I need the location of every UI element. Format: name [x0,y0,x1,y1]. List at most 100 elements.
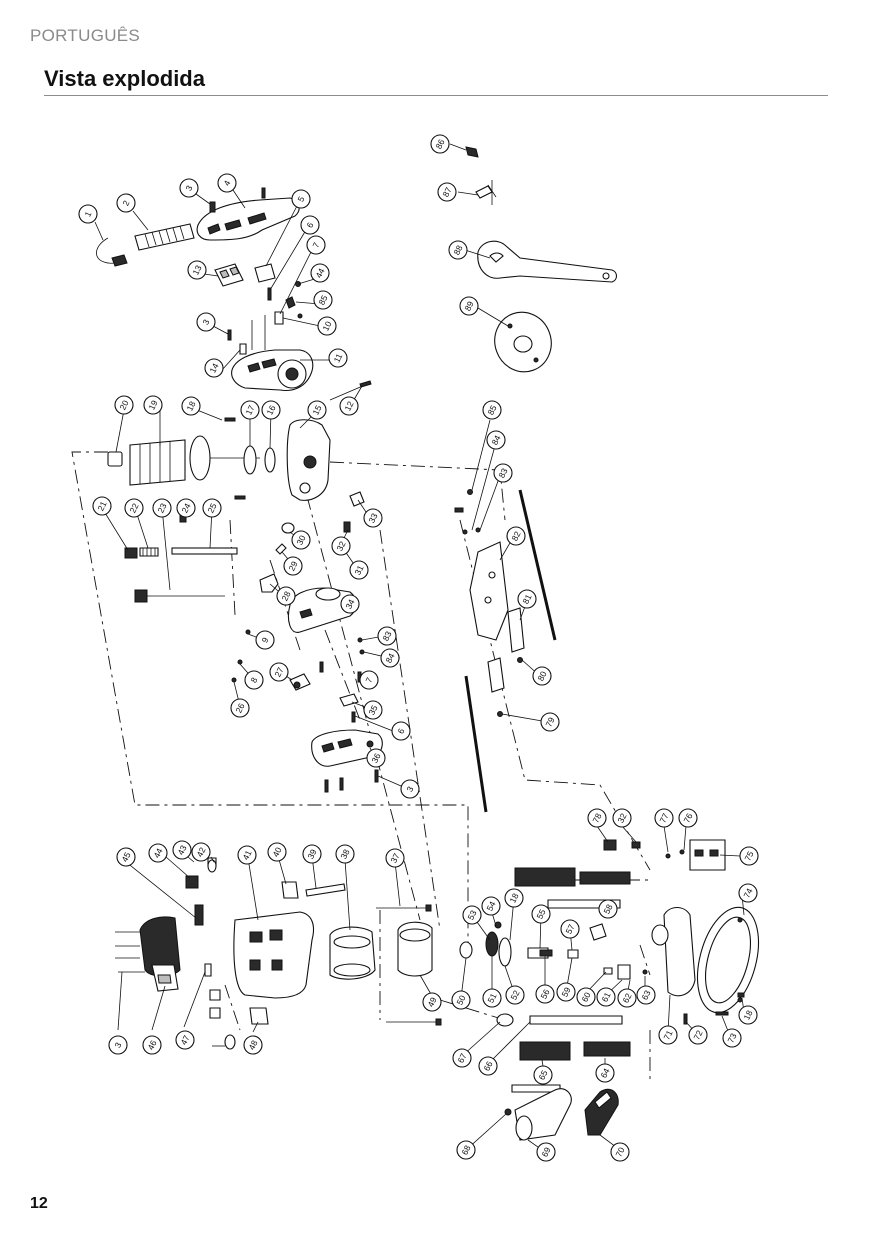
callout-number: 7 [310,240,321,249]
callout-circle [482,988,502,1008]
title-rule [44,95,828,96]
part-callout: 25 [202,498,222,518]
callout-circle [366,748,386,768]
callout-number: 55 [534,907,547,920]
part-callout: 2 [116,193,136,213]
callout-circle [302,844,322,864]
callout-circle [540,712,560,732]
callout-number: 78 [590,811,603,824]
callout-number: 35 [366,703,379,716]
part-callout: 16 [261,400,281,420]
callout-circle [328,348,348,368]
callout-circle [535,984,555,1004]
callout-circle [617,988,637,1008]
callout-circle [114,395,134,415]
callout-number: 19 [146,398,159,411]
part-callout: 19 [143,395,163,415]
part-callout: 34 [340,594,360,614]
accessories-tools [465,146,618,373]
part-callout: 77 [654,808,674,828]
callout-circle [124,498,144,518]
callout-number: 79 [543,715,556,728]
part-callout: 67 [452,1048,472,1068]
callout-number: 80 [535,669,548,682]
callout-circle [451,990,471,1010]
callout-number: 26 [233,701,246,714]
callout-number: 63 [639,988,652,1001]
callout-circle [300,215,320,235]
part-callout: 63 [636,985,656,1005]
callout-circle [462,905,482,925]
callout-number: 73 [725,1031,738,1044]
part-callout: 3 [196,312,216,332]
callout-number: 46 [145,1038,158,1051]
callout-number: 41 [240,848,253,861]
callout-number: 70 [613,1145,626,1158]
part-callout: 47 [175,1030,195,1050]
callout-number: 3 [183,183,194,192]
part-callout: 27 [269,662,289,682]
callout-circle [391,721,411,741]
callout-number: 40 [270,845,283,858]
part-callout: 15 [307,400,327,420]
callout-circle [116,193,136,213]
language-label: PORTUGUÊS [30,26,141,45]
callout-number: 8 [248,675,259,684]
part-callout: 14 [204,358,224,378]
part-callout: 32 [612,808,632,828]
part-callout: 10 [317,316,337,336]
callout-number: 5 [295,194,306,203]
callout-number: 87 [440,185,453,198]
callout-number: 25 [205,501,218,514]
callout-number: 2 [120,198,131,207]
callout-circle [335,844,355,864]
callout-circle [610,1142,630,1162]
callout-number: 4 [221,178,232,187]
part-callout: 64 [595,1063,615,1083]
callout-circle [307,400,327,420]
part-callout: 12 [339,396,359,416]
callout-circle [237,845,257,865]
callout-circle [243,1035,263,1055]
callout-number: 28 [279,589,292,602]
part-callout: 37 [385,848,405,868]
callout-number: 64 [598,1066,611,1079]
callout-number: 3 [112,1040,123,1049]
callout-number: 9 [259,635,270,644]
callout-number: 29 [286,559,299,572]
callout-circle [363,508,383,528]
callout-number: 18 [741,1008,754,1021]
callout-number: 53 [465,908,478,921]
part-callout: 21 [92,496,112,516]
callout-circle [142,1035,162,1055]
part-callout: 53 [462,905,482,925]
callout-circle [658,1025,678,1045]
callout-number: 3 [404,784,415,793]
part-callout: 35 [363,700,383,720]
part-callout: 24 [176,498,196,518]
part-callout: 41 [237,845,257,865]
callout-circle [291,530,311,550]
callout-circle [359,670,379,690]
part-callout: 43 [172,840,192,860]
callout-circle [306,235,326,255]
page-number: 12 [30,1195,48,1212]
part-callout: 7 [306,235,326,255]
callout-circle [313,290,333,310]
callout-number: 59 [559,985,572,998]
part-callout: 30 [291,530,311,550]
part-callout: 88 [448,240,468,260]
part-callout: 6 [391,721,411,741]
callout-number: 84 [489,433,502,446]
callout-circle [331,536,351,556]
callout-circle [340,594,360,614]
part-callout: 5 [291,189,311,209]
callout-number: 85 [485,403,498,416]
part-callout: 86 [430,134,450,154]
callout-number: 48 [246,1038,259,1051]
callout-number: 22 [127,501,140,514]
callout-number: 45 [119,850,132,863]
callout-number: 75 [742,849,755,862]
part-callout: 39 [302,844,322,864]
